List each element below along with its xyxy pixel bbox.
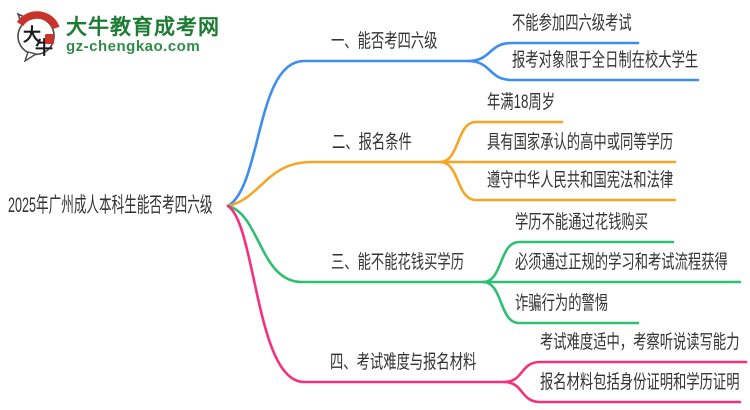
leaf-node: 学历不能通过花钱购买 xyxy=(515,212,649,233)
svg-text:大: 大 xyxy=(23,24,41,45)
leaf-node: 诈骗行为的警惕 xyxy=(515,293,609,314)
site-name: 大牛教育成考网 xyxy=(66,15,220,39)
branch-3-lines xyxy=(226,204,742,325)
leaf-node: 必须通过正规的学习和考试流程获得 xyxy=(515,252,728,273)
branch-4-lines xyxy=(226,204,748,404)
leaf-node: 考试难度适中，考察听说读写能力 xyxy=(540,332,740,353)
leaf-node: 报名材料包括身份证明和学历证明 xyxy=(540,372,740,393)
branch-4-label: 四、考试难度与报名材料 xyxy=(330,352,477,373)
bull-speech-bubble-icon: 大 牛 xyxy=(16,11,60,62)
branch-2-label: 二、报名条件 xyxy=(332,132,412,153)
leaf-node: 年满18周岁 xyxy=(487,92,555,113)
leaf-node: 遵守中华人民共和国宪法和法律 xyxy=(487,170,674,191)
leaf-node: 不能参加四六级考试 xyxy=(512,13,632,34)
leaf-node: 报考对象限于全日制在校大学生 xyxy=(512,50,699,71)
central-topic: 2025年广州成人本科生能否考四六级 xyxy=(8,194,213,217)
branch-2-lines xyxy=(226,120,677,208)
branch-1-label: 一、能否考四六级 xyxy=(331,31,438,52)
branch-3-label: 三、能不能花钱买学历 xyxy=(331,252,465,273)
leaf-node: 具有国家承认的高中或同等学历 xyxy=(487,132,674,153)
site-logo[interactable]: 大 牛 大牛教育成考网 gz-chengkao.com xyxy=(12,8,222,62)
branch-1-lines xyxy=(226,41,700,208)
site-domain: gz-chengkao.com xyxy=(66,37,201,55)
